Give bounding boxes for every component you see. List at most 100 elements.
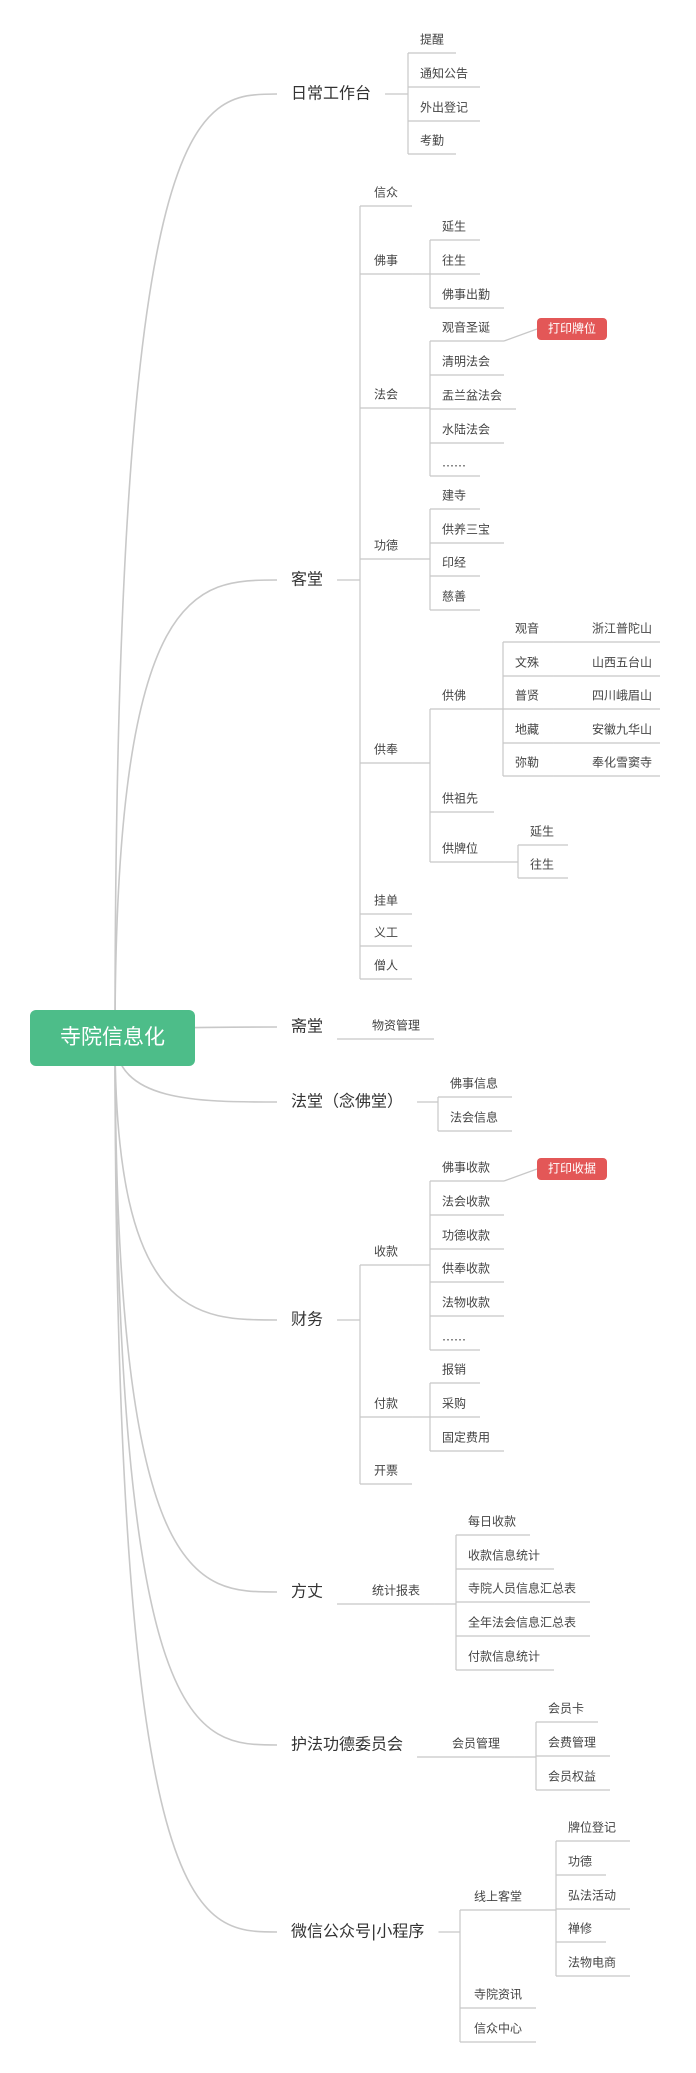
ketang-node: 僧人 [374, 959, 398, 973]
gongde-node: 印经 [442, 556, 466, 570]
foshi-node: 延生 [442, 220, 466, 234]
gongfeng-node: 供牌位 [442, 841, 478, 856]
print-tablet-tag[interactable] [537, 318, 607, 340]
fahui-node: 盂兰盆法会 [442, 389, 502, 403]
fatang-node: 法会信息 [450, 1110, 498, 1125]
zhaitang-node: 物资管理 [372, 1018, 420, 1033]
shoukuan-node: 供奉收款 [442, 1262, 490, 1276]
gongde-node: 供养三宝 [442, 522, 490, 537]
branch-node [277, 1914, 439, 1950]
fahui-node: 观音圣诞 [442, 320, 490, 335]
branch-label: 客堂 [291, 570, 323, 589]
fukuan-node: 采购 [442, 1396, 466, 1411]
root-label: 寺院信息化 [60, 1025, 165, 1049]
ketang-node: 义工 [374, 926, 398, 940]
foshi-node: 往生 [442, 253, 466, 268]
branch-node [277, 1009, 338, 1045]
task-node: 外出登记 [420, 100, 468, 115]
ketang-node: 信众 [374, 186, 398, 200]
branch-label: 财务 [291, 1310, 323, 1329]
connector-lines [114, 52, 661, 2043]
xianshang-node: 功德 [568, 1854, 592, 1869]
shoukuan-node: 法物收款 [442, 1296, 490, 1310]
baobiao-node: 每日收款 [468, 1514, 516, 1529]
shoukuan-node: …… [442, 1330, 466, 1344]
caiwu-node: 收款 [374, 1245, 398, 1259]
branch-curve [114, 1037, 278, 1933]
gongfeng-node: 供佛 [442, 689, 466, 703]
pusa-node: 弥勒 [515, 755, 539, 770]
hufa-node: 会员管理 [452, 1736, 500, 1751]
branch-curve [114, 93, 278, 1039]
mountain-node: 山西五台山 [592, 655, 652, 670]
pusa-node: 文殊 [515, 655, 539, 670]
weixin-node: 信众中心 [474, 2021, 522, 2036]
fukuan-node: 报销 [442, 1362, 466, 1377]
branch-node [277, 1727, 418, 1763]
xianshang-node: 禅修 [568, 1921, 592, 1936]
caiwu-node: 付款 [374, 1397, 398, 1411]
tag-label: 打印收据 [548, 1162, 596, 1176]
branch-node [277, 1084, 418, 1120]
xianshang-node: 法物电商 [568, 1955, 616, 1970]
branch-curve [114, 1037, 278, 1593]
task-node: 通知公告 [420, 67, 468, 81]
branch-label: 日常工作台 [291, 84, 371, 103]
branch-label: 斋堂 [291, 1017, 323, 1036]
mountain-node: 奉化雪窦寺 [592, 756, 652, 770]
pusa-node: 普贤 [515, 689, 539, 703]
mountain-node: 四川峨眉山 [592, 689, 652, 703]
fahui-node: 清明法会 [442, 355, 490, 369]
ketang-node: 佛事 [374, 254, 398, 268]
fatang-node: 佛事信息 [450, 1076, 498, 1091]
baobiao-node: 全年法会信息汇总表 [468, 1615, 576, 1630]
fukuan-node: 固定费用 [442, 1430, 490, 1445]
mountain-node: 浙江普陀山 [592, 621, 652, 636]
branch-curve [114, 1037, 278, 1321]
pusa-node: 观音 [515, 621, 539, 636]
xianshang-node: 牌位登记 [568, 1820, 616, 1835]
branch-node [277, 1574, 338, 1610]
gongde-node: 慈善 [442, 589, 466, 604]
branch-node [277, 76, 386, 112]
huiyuan-node: 会费管理 [548, 1735, 596, 1750]
shoukuan-node: 功德收款 [442, 1228, 490, 1243]
weixin-node: 线上客堂 [474, 1889, 522, 1904]
foshi-node: 佛事出勤 [442, 288, 490, 302]
baobiao-node: 寺院人员信息汇总表 [468, 1581, 576, 1596]
task-node: 考勤 [420, 134, 444, 148]
branch-label: 法堂（念佛堂） [291, 1092, 403, 1111]
gongde-node: 建寺 [442, 489, 466, 503]
branch-label: 方丈 [291, 1582, 323, 1601]
tag-link [503, 1168, 538, 1182]
ketang-node: 法会 [374, 388, 398, 402]
ketang-node: 挂单 [374, 894, 398, 908]
branch-node [277, 562, 338, 598]
baobiao-node: 收款信息统计 [468, 1548, 540, 1563]
branch-label: 微信公众号|小程序 [291, 1922, 424, 1941]
branch-curve [114, 579, 278, 1039]
pusa-node: 地藏 [515, 723, 539, 737]
caiwu-node: 开票 [374, 1464, 398, 1478]
root-node [30, 1010, 195, 1066]
shoukuan-node: 法会收款 [442, 1195, 490, 1209]
fahui-node: 水陆法会 [442, 422, 490, 437]
ketang-node: 供奉 [374, 743, 398, 757]
ketang-node: 功德 [374, 538, 398, 553]
gongfeng-node: 供祖先 [442, 791, 478, 806]
huiyuan-node: 会员权益 [548, 1770, 596, 1784]
branch-label: 护法功德委员会 [291, 1735, 403, 1754]
fangzhang-node: 统计报表 [372, 1583, 420, 1598]
weixin-node: 寺院资讯 [474, 1988, 522, 2002]
tag-label: 打印牌位 [548, 321, 596, 336]
print-receipt-tag[interactable] [537, 1158, 607, 1180]
task-node: 提醒 [420, 32, 444, 47]
paiwei-node: 往生 [530, 857, 554, 872]
branch-node [277, 1302, 338, 1338]
tag-link [503, 328, 538, 342]
xianshang-node: 弘法活动 [568, 1889, 616, 1903]
huiyuan-node: 会员卡 [548, 1702, 584, 1716]
paiwei-node: 延生 [530, 825, 554, 839]
